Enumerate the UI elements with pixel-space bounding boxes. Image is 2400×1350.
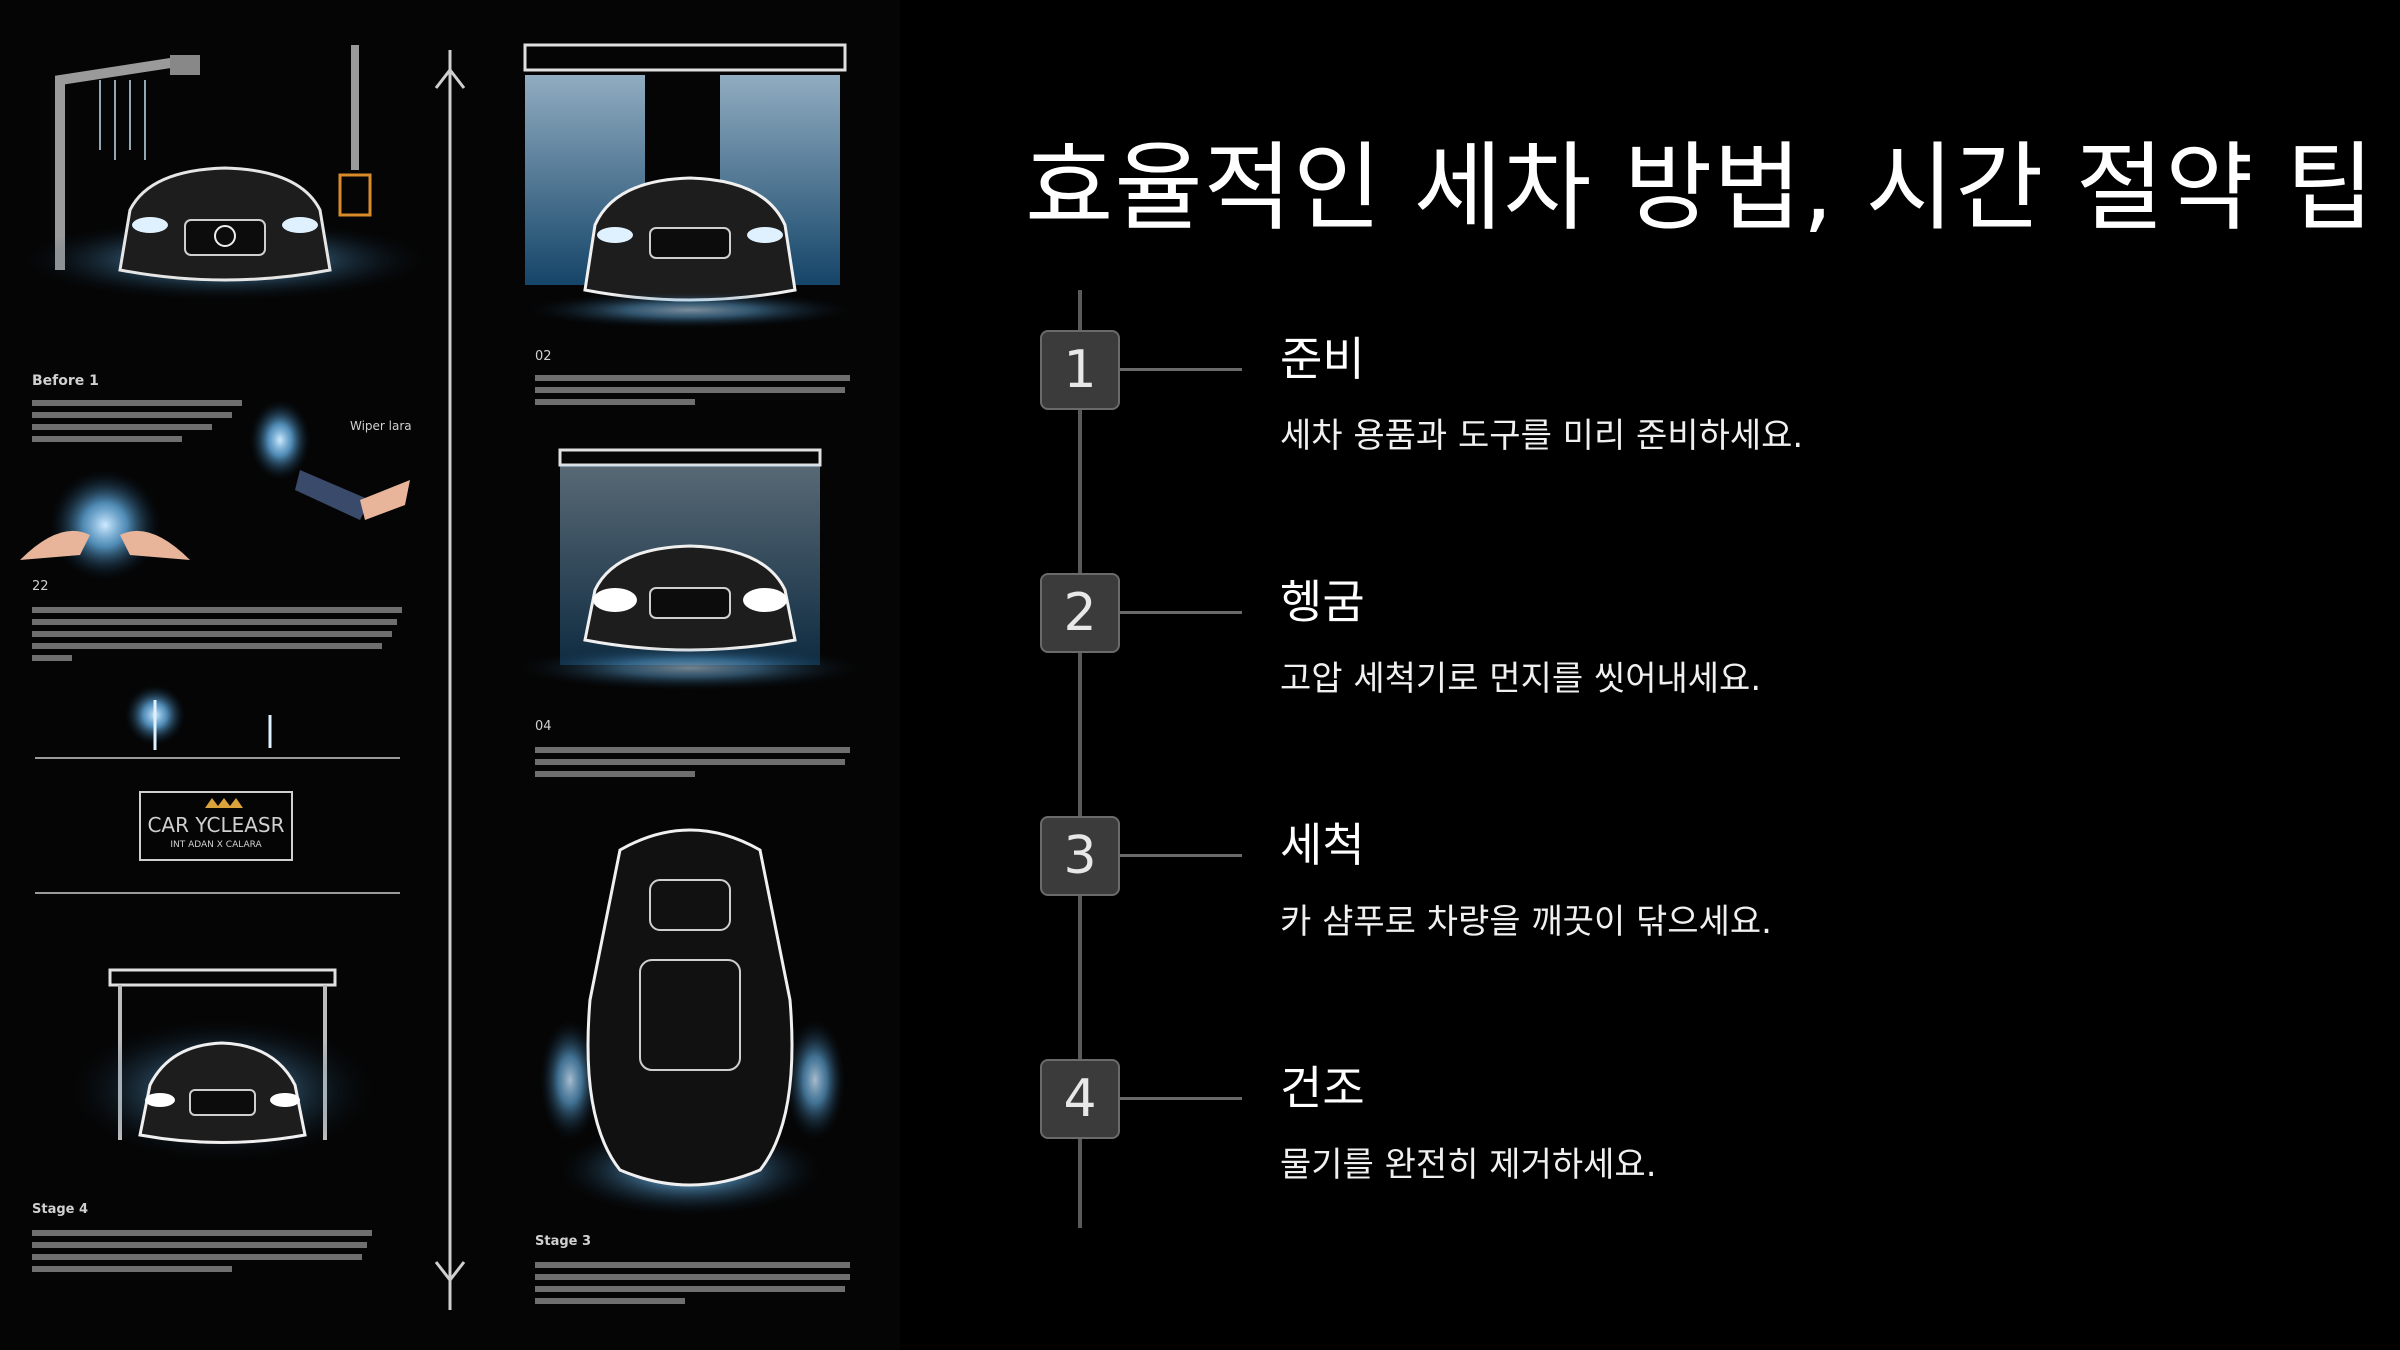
step-desc-4: 물기를 완전히 제거하세요. (1280, 1145, 1657, 1185)
step-desc-3: 카 샴푸로 차량을 깨끗이 닦으세요. (1280, 902, 1772, 942)
brand-logo: CAR YCLEASR INT ADAN X CALARA (139, 791, 293, 861)
infographic-illustration: Before 1 02 Wiper lara 22 (20, 43, 860, 1310)
car-icon (523, 43, 850, 328)
step-title-3: 세척 (1280, 818, 1365, 872)
logo-text: CAR YCLEASR (147, 813, 284, 837)
step-number-1: 1 (1040, 330, 1120, 410)
hand-icon (20, 400, 410, 580)
step-desc-1: 세차 용품과 도구를 미리 준비하세요. (1280, 416, 1804, 456)
car-topview-icon (540, 828, 845, 1215)
label-02: 02 (535, 349, 552, 364)
car-icon (520, 448, 860, 690)
step-title-1: 준비 (1280, 332, 1365, 386)
label-22: 22 (32, 579, 49, 594)
step-connector (1120, 611, 1242, 614)
step-title-4: 건조 (1280, 1061, 1365, 1115)
label-stage-3: Stage 3 (535, 1234, 591, 1249)
spray-icon (125, 685, 272, 750)
step-connector (1120, 1097, 1242, 1100)
step-number-3: 3 (1040, 816, 1120, 896)
step-desc-2: 고압 세척기로 먼지를 씻어내세요. (1280, 659, 1762, 699)
logo-subtext: INT ADAN X CALARA (170, 840, 262, 850)
label-stage-4: Stage 4 (32, 1202, 88, 1217)
label-wiper: Wiper lara (350, 419, 412, 433)
step-number-2: 2 (1040, 573, 1120, 653)
step-title-2: 헹굼 (1280, 575, 1365, 629)
step-connector (1120, 368, 1242, 371)
label-04: 04 (535, 719, 552, 734)
label-before: Before 1 (32, 373, 99, 389)
infographic-image: Before 1 02 Wiper lara 22 (0, 0, 900, 1350)
slide-title: 효율적인 세차 방법, 시간 절약 팁 (1025, 132, 2376, 244)
car-icon (25, 45, 425, 300)
car-icon (72, 968, 372, 1160)
step-number-4: 4 (1040, 1059, 1120, 1139)
timeline-line (1078, 290, 1082, 1228)
step-connector (1120, 854, 1242, 857)
